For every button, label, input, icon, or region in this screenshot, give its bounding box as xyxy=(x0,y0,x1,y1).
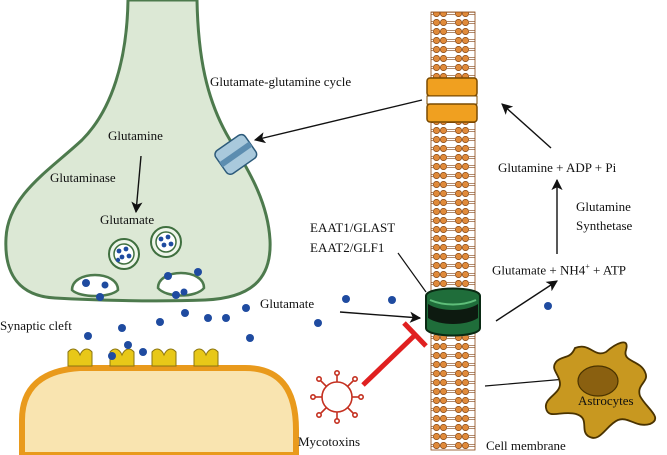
arrow-conversion xyxy=(495,280,558,322)
postsynaptic-neuron xyxy=(19,365,299,455)
arrow-to-membrane xyxy=(501,103,552,149)
vesicle xyxy=(108,238,140,270)
label-glutamine: Glutamine xyxy=(108,128,163,143)
presynaptic-terminal xyxy=(4,0,272,303)
channel-protein xyxy=(426,77,478,123)
receptor xyxy=(109,348,135,367)
vesicle xyxy=(150,226,182,258)
inhibition-line xyxy=(361,321,428,387)
label-glutamate-vesicle: Glutamate xyxy=(100,212,155,227)
receptor xyxy=(193,348,219,367)
label-eaat1: EAAT1/GLAST xyxy=(310,220,396,235)
arrow-glutaminase xyxy=(131,155,143,214)
receptor xyxy=(151,348,177,367)
label-glutaminase: Glutaminase xyxy=(50,170,116,185)
label-synaptic-cleft: Synaptic cleft xyxy=(0,318,72,333)
label-eaat2: EAAT2/GLF1 xyxy=(310,240,385,255)
label-synthetase-2: Synthetase xyxy=(576,218,633,233)
receptor xyxy=(67,348,93,367)
label-mycotoxins: Mycotoxins xyxy=(298,434,361,449)
vesicle xyxy=(70,273,120,298)
arrow-uptake xyxy=(339,311,422,323)
mycotoxin-virus-icon xyxy=(309,369,364,424)
astrocyte-nucleus xyxy=(577,365,619,397)
label-astrocytes: Astrocytes xyxy=(578,393,634,408)
glutamate-transporter xyxy=(425,287,481,337)
label-glutamate-cleft: Glutamate xyxy=(260,296,315,311)
label-glutamine-adp: Glutamine + ADP + Pi xyxy=(498,160,617,175)
arrow-cycle xyxy=(253,99,423,144)
astrocyte-pointer xyxy=(484,378,567,387)
arrow-eaat-label xyxy=(397,252,427,293)
label-cycle: Glutamate-glutamine cycle xyxy=(210,74,352,89)
channel-protein xyxy=(214,133,258,176)
label-cell-membrane: Cell membrane xyxy=(486,438,566,453)
label-glutamate-nh4: Glutamate + NH4+ + ATP xyxy=(492,262,627,278)
label-synthetase-1: Glutamine xyxy=(576,199,631,214)
